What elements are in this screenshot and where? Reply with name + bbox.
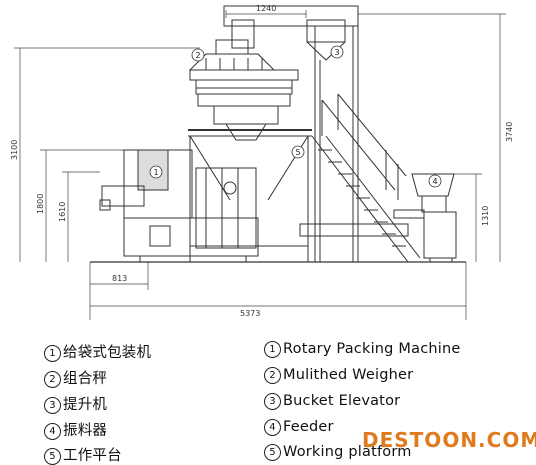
dim-1800-lines bbox=[40, 149, 124, 262]
dim-1240: 1240 bbox=[256, 4, 276, 13]
dim-1800: 1800 bbox=[36, 194, 45, 214]
dim-1240-lines bbox=[225, 10, 307, 18]
legend-en-text: Bucket Elevator bbox=[283, 393, 401, 409]
dim-1610-lines bbox=[62, 171, 100, 262]
watermark: DESTOON.COM bbox=[362, 428, 536, 452]
rotary-packing-machine bbox=[99, 149, 259, 262]
legend-cn-text: 给袋式包装机 bbox=[63, 345, 152, 361]
legend-num: 5 bbox=[44, 448, 61, 465]
legend-cn-text: 提升机 bbox=[63, 397, 108, 413]
dim-3740: 3740 bbox=[505, 122, 514, 142]
legend-cn-text: 振料器 bbox=[63, 423, 108, 439]
machine-layout-drawing: 1240 3100 1800 1610 3740 1310 813 5373 1… bbox=[10, 4, 514, 320]
stairs bbox=[299, 93, 421, 263]
legend-num: 1 bbox=[44, 345, 61, 362]
dim-813: 813 bbox=[112, 274, 127, 283]
legend-cn-text: 组合秤 bbox=[63, 371, 108, 387]
legend-num: 2 bbox=[44, 371, 61, 388]
multihead-weigher bbox=[188, 39, 299, 141]
legend-en-text: Mulithed Weigher bbox=[283, 367, 414, 383]
callout-2: 2 bbox=[195, 51, 200, 60]
callout-3: 3 bbox=[334, 48, 339, 57]
dim-1610: 1610 bbox=[58, 202, 67, 222]
legend-num: 4 bbox=[44, 423, 61, 440]
legend-num: 3 bbox=[44, 397, 61, 414]
legend-en-text: Working platform bbox=[283, 444, 412, 460]
legend-num: 5 bbox=[264, 444, 281, 461]
dim-3740-lines bbox=[358, 13, 506, 262]
legend-en-text: Feeder bbox=[283, 419, 334, 435]
callout-1: 1 bbox=[153, 168, 158, 177]
dim-5373: 5373 bbox=[240, 309, 260, 318]
callout-4: 4 bbox=[432, 177, 437, 186]
callout-5: 5 bbox=[295, 148, 300, 157]
legend-cn-text: 工作平台 bbox=[63, 448, 122, 464]
bucket-elevator bbox=[314, 6, 359, 262]
dim-5373-lines bbox=[90, 262, 467, 320]
legend-en-text: Rotary Packing Machine bbox=[283, 341, 461, 357]
legend-num: 4 bbox=[264, 419, 281, 436]
dim-1310-lines bbox=[454, 173, 482, 262]
legend-num: 2 bbox=[264, 367, 281, 384]
dim-813-lines bbox=[89, 262, 149, 320]
legend-num: 1 bbox=[264, 341, 281, 358]
vibrating-feeder bbox=[393, 173, 457, 262]
dim-3100: 3100 bbox=[10, 140, 19, 160]
dim-3100-lines bbox=[14, 47, 200, 262]
legend-num: 3 bbox=[264, 393, 281, 410]
dim-1310: 1310 bbox=[481, 206, 490, 226]
